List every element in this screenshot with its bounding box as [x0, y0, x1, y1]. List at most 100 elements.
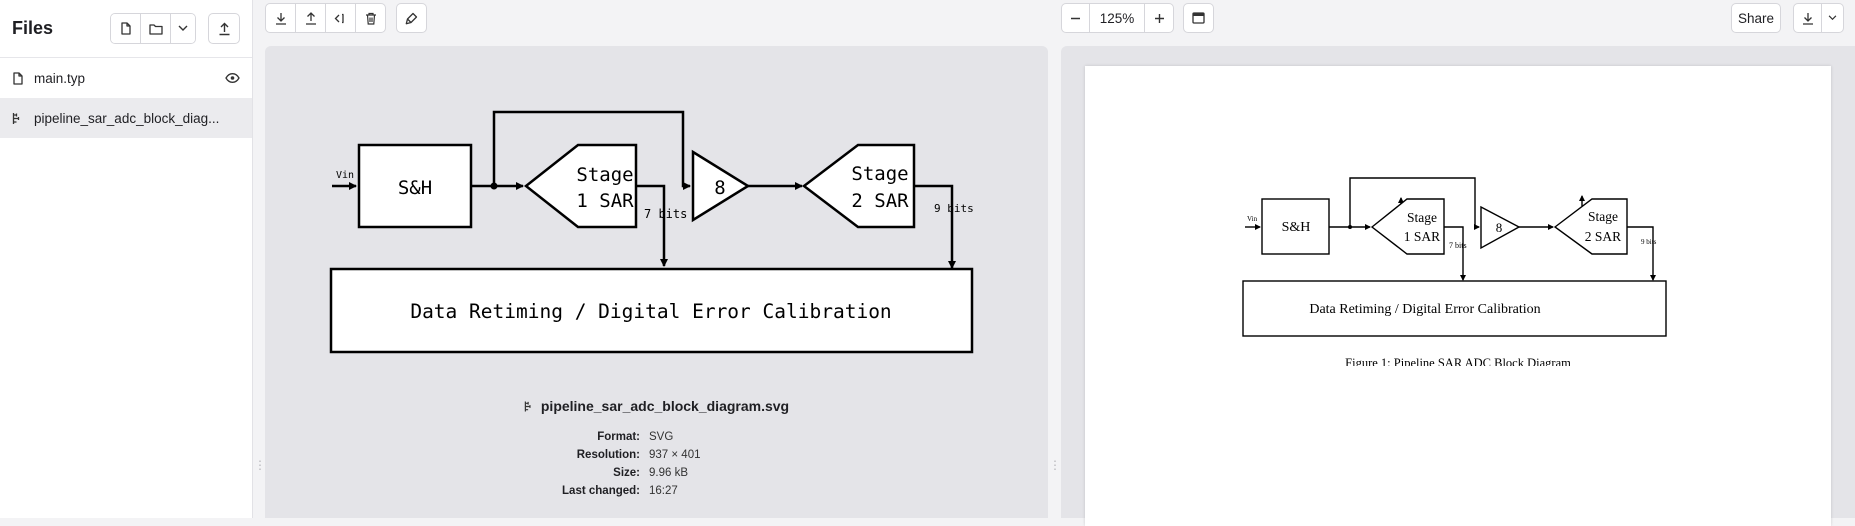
meta-value: SVG — [649, 431, 674, 443]
svg-file-name: pipeline_sar_adc_block_diagram.svg — [540, 398, 790, 414]
gain-block — [691, 149, 751, 223]
figure-caption: Figure 1: Pipeline SAR ADC Block Diagram — [1345, 356, 1571, 366]
fit-page-button[interactable] — [1183, 3, 1214, 33]
file-metadata: Format: SVG Resolution: 937 × 401 Size: … — [265, 428, 1048, 500]
zoom-out-button[interactable] — [1062, 4, 1090, 32]
export-menu-dropdown[interactable] — [1822, 4, 1843, 32]
meta-row-resolution: Resolution: 937 × 401 — [265, 446, 1048, 464]
file-name: pipeline_sar_adc_block_diag... — [34, 110, 220, 126]
sh-block — [357, 143, 473, 229]
block-diagram-svg: Vin S&H Stage 1 SAR 8 Stage 2 SAR 7 bits… — [329, 110, 974, 354]
document-page: Vin S&H Stage 1 SAR 8 Stage 2 SAR 7 bits… — [1085, 66, 1831, 526]
stage1-label-line2: 1 SAR — [1404, 229, 1440, 244]
share-label: Share — [1737, 10, 1775, 26]
meta-key: Last changed: — [562, 485, 640, 497]
file-name: main.typ — [34, 70, 86, 86]
eye-icon[interactable] — [225, 73, 240, 83]
download-button[interactable] — [266, 4, 296, 32]
zoom-in-button[interactable] — [1145, 4, 1173, 32]
bits2-label: 9 bits — [1641, 238, 1657, 246]
calibration-label: Data Retiming / Digital Error Calibratio… — [410, 300, 891, 323]
stage2-label-line2: 2 SAR — [851, 190, 909, 212]
stage2-block — [801, 143, 916, 229]
new-menu-dropdown[interactable] — [171, 14, 195, 43]
upload-icon — [219, 22, 229, 35]
gain-label: 8 — [714, 177, 725, 199]
plus-icon — [1154, 13, 1164, 23]
input-label: Vin — [336, 170, 354, 181]
file-item-pipeline-svg[interactable]: pipeline_sar_adc_block_diag... — [0, 98, 252, 138]
gain-label: 8 — [1496, 220, 1503, 235]
zoom-control: 125% — [1061, 3, 1174, 33]
file-icon — [13, 71, 23, 85]
svg-viewer-panel: Vin S&H Stage 1 SAR 8 Stage 2 SAR 7 bits… — [265, 46, 1048, 518]
minus-icon — [1071, 17, 1080, 19]
upload-button[interactable] — [208, 13, 240, 44]
meta-row-size: Size: 9.96 kB — [265, 464, 1048, 482]
rename-button[interactable] — [326, 4, 356, 32]
new-file-button-group — [110, 13, 196, 44]
stage1-block — [523, 143, 638, 229]
stage1-label-line1: Stage — [576, 164, 633, 186]
sh-label: S&H — [1282, 220, 1311, 235]
export-button[interactable] — [1794, 4, 1822, 32]
new-file-button[interactable] — [111, 14, 141, 43]
trash-icon — [365, 12, 376, 25]
file-icon — [120, 22, 131, 35]
stage2-label-line1: Stage — [851, 163, 908, 185]
bits2-label: 9 bits — [934, 202, 974, 215]
download-icon — [275, 12, 286, 25]
meta-key: Format: — [597, 431, 640, 443]
meta-key: Size: — [613, 467, 640, 479]
stage1-label-line1: Stage — [1407, 210, 1437, 225]
input-label: Vin — [1247, 215, 1258, 223]
upload-button[interactable] — [296, 4, 326, 32]
junction-dot — [1348, 225, 1352, 229]
brush-icon — [405, 12, 418, 24]
diagram-wires — [332, 110, 956, 269]
image-file-icon — [12, 112, 20, 124]
download-icon — [1802, 12, 1813, 25]
preview-panel: Vin S&H Stage 1 SAR 8 Stage 2 SAR 7 bits… — [1061, 46, 1855, 526]
zoom-level-display[interactable]: 125% — [1090, 4, 1145, 32]
stage2-label-line2: 2 SAR — [1585, 229, 1621, 244]
sidebar-header: Files — [0, 0, 252, 58]
sh-block — [1261, 198, 1330, 255]
stage2-block — [1553, 198, 1628, 255]
upload-icon — [305, 11, 316, 25]
gain-block — [1480, 205, 1521, 250]
stage2-label-line1: Stage — [1588, 209, 1618, 224]
meta-row-last-changed: Last changed: 16:27 — [265, 482, 1048, 500]
delete-button[interactable] — [356, 4, 385, 32]
chevron-down-icon — [178, 25, 188, 31]
window-icon — [1192, 12, 1205, 24]
stage1-label-line2: 1 SAR — [576, 190, 634, 212]
export-control — [1793, 3, 1844, 33]
rename-icon — [334, 13, 344, 23]
meta-value: 937 × 401 — [649, 449, 701, 461]
bits1-label: 7 bits — [644, 207, 687, 221]
meta-value: 9.96 kB — [649, 467, 688, 479]
sh-label: S&H — [398, 177, 432, 199]
new-folder-button[interactable] — [141, 14, 171, 43]
file-sidebar: Files main.typ pipeline_sar_adc_block_di… — [0, 0, 253, 518]
sidebar-resize-handle[interactable]: ⋮⋮ — [254, 459, 278, 471]
meta-row-format: Format: SVG — [265, 428, 1048, 446]
calibration-label: Data Retiming / Digital Error Calibratio… — [1309, 302, 1540, 317]
bits1-label: 7 bits — [1449, 241, 1467, 250]
chevron-down-icon — [1828, 15, 1837, 21]
share-button[interactable]: Share — [1731, 3, 1781, 33]
calibration-block — [1242, 280, 1667, 337]
svg-file-title: pipeline_sar_adc_block_diagram.svg — [265, 398, 1048, 414]
sidebar-title: Files — [12, 18, 54, 38]
panel-resize-handle[interactable]: ⋮⋮ — [1049, 459, 1073, 471]
image-file-icon — [524, 400, 535, 413]
folder-icon — [148, 23, 163, 35]
junction-dot — [490, 182, 498, 190]
zoom-level: 125% — [1099, 10, 1135, 26]
figure-svg: Vin S&H Stage 1 SAR 8 Stage 2 SAR 7 bits… — [1242, 177, 1667, 366]
file-item-main-typ[interactable]: main.typ — [0, 58, 252, 98]
format-button[interactable] — [396, 3, 427, 33]
svg-toolbar — [265, 3, 386, 33]
file-list: main.typ pipeline_sar_adc_block_diag... — [0, 58, 252, 138]
